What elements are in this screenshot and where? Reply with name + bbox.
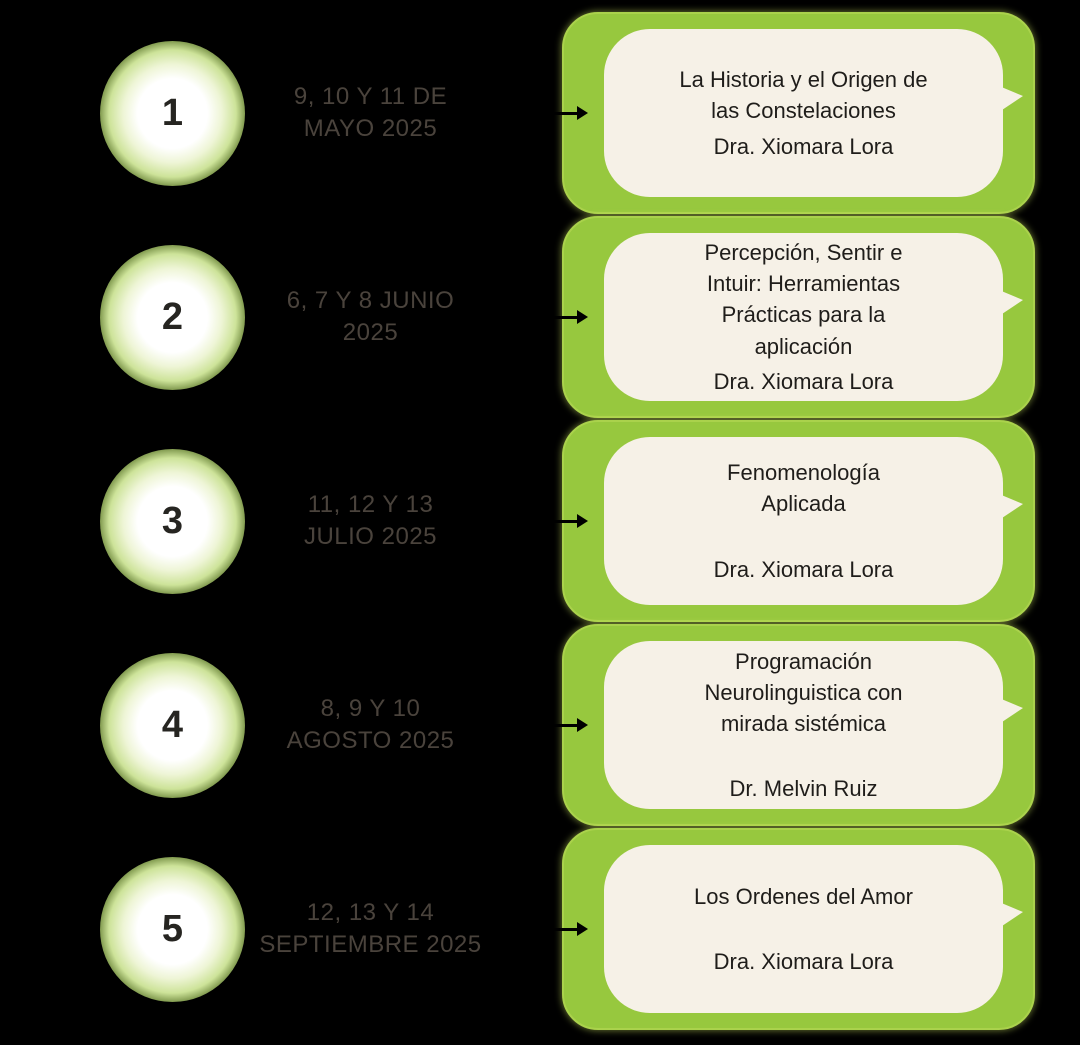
- module-speaker: Dra. Xiomara Lora: [713, 368, 894, 394]
- speech-bubble: Los Ordenes del Amor Dra. Xiomara Lora: [604, 845, 1023, 1013]
- module-card: Fenomenología Aplicada Dra. Xiomara Lora: [562, 420, 1035, 622]
- module-title: Los Ordenes del Amor: [694, 883, 913, 909]
- module-speaker: Dr. Melvin Ruiz: [729, 776, 878, 802]
- module-speaker: Dra. Xiomara Lora: [713, 949, 894, 974]
- arrow-right-icon: [488, 310, 588, 324]
- arrow-right-icon: [488, 514, 588, 528]
- timeline-row: 3 11, 12 Y 13 JULIO 2025 Fenomenología A…: [0, 420, 1080, 622]
- step-number: 4: [161, 703, 184, 746]
- step-number: 3: [161, 499, 184, 542]
- step-number: 5: [161, 907, 184, 950]
- step-date: 12, 13 Y 14 SEPTIEMBRE 2025: [259, 898, 482, 958]
- speech-bubble: Percepción, Sentir e Intuir: Herramienta…: [604, 233, 1023, 401]
- module-card: La Historia y el Origen de las Constelac…: [562, 12, 1035, 214]
- arrow-right-icon: [488, 922, 588, 936]
- step-date: 6, 7 Y 8 JUNIO 2025: [286, 286, 455, 346]
- timeline-row: 5 12, 13 Y 14 SEPTIEMBRE 2025 Los Ordene…: [0, 828, 1080, 1030]
- arrow-right-icon: [488, 106, 588, 120]
- module-card: Los Ordenes del Amor Dra. Xiomara Lora: [562, 828, 1035, 1030]
- step-number: 2: [161, 295, 184, 338]
- timeline-row: 1 9, 10 Y 11 DE MAYO 2025 La Historia y …: [0, 12, 1080, 214]
- timeline-row: 4 8, 9 Y 10 AGOSTO 2025 Programación Neu…: [0, 624, 1080, 826]
- step-number-circle: 3: [100, 448, 245, 594]
- step-date: 9, 10 Y 11 DE MAYO 2025: [293, 82, 448, 142]
- arrow-right-icon: [488, 718, 588, 732]
- step-date: 8, 9 Y 10 AGOSTO 2025: [286, 694, 455, 754]
- step-number-circle: 5: [100, 856, 245, 1002]
- module-title: Fenomenología Aplicada: [727, 460, 880, 517]
- module-title: Percepción, Sentir e Intuir: Herramienta…: [704, 239, 903, 359]
- module-speaker: Dra. Xiomara Lora: [713, 133, 894, 159]
- module-title: La Historia y el Origen de las Constelac…: [679, 67, 928, 124]
- speech-bubble: Fenomenología Aplicada Dra. Xiomara Lora: [604, 437, 1023, 605]
- step-number-circle: 2: [100, 244, 245, 390]
- module-card: Programación Neurolinguistica con mirada…: [562, 624, 1035, 826]
- speech-bubble: Programación Neurolinguistica con mirada…: [604, 641, 1023, 809]
- module-title: Programación Neurolinguistica con mirada…: [704, 648, 903, 736]
- step-number: 1: [161, 91, 184, 134]
- module-card: Percepción, Sentir e Intuir: Herramienta…: [562, 216, 1035, 418]
- step-date: 11, 12 Y 13 JULIO 2025: [303, 490, 438, 550]
- step-number-circle: 4: [100, 652, 245, 798]
- timeline-row: 2 6, 7 Y 8 JUNIO 2025 Percepción, Sentir…: [0, 216, 1080, 418]
- step-number-circle: 1: [100, 40, 245, 186]
- speech-bubble: La Historia y el Origen de las Constelac…: [604, 29, 1023, 197]
- module-speaker: Dra. Xiomara Lora: [713, 556, 894, 582]
